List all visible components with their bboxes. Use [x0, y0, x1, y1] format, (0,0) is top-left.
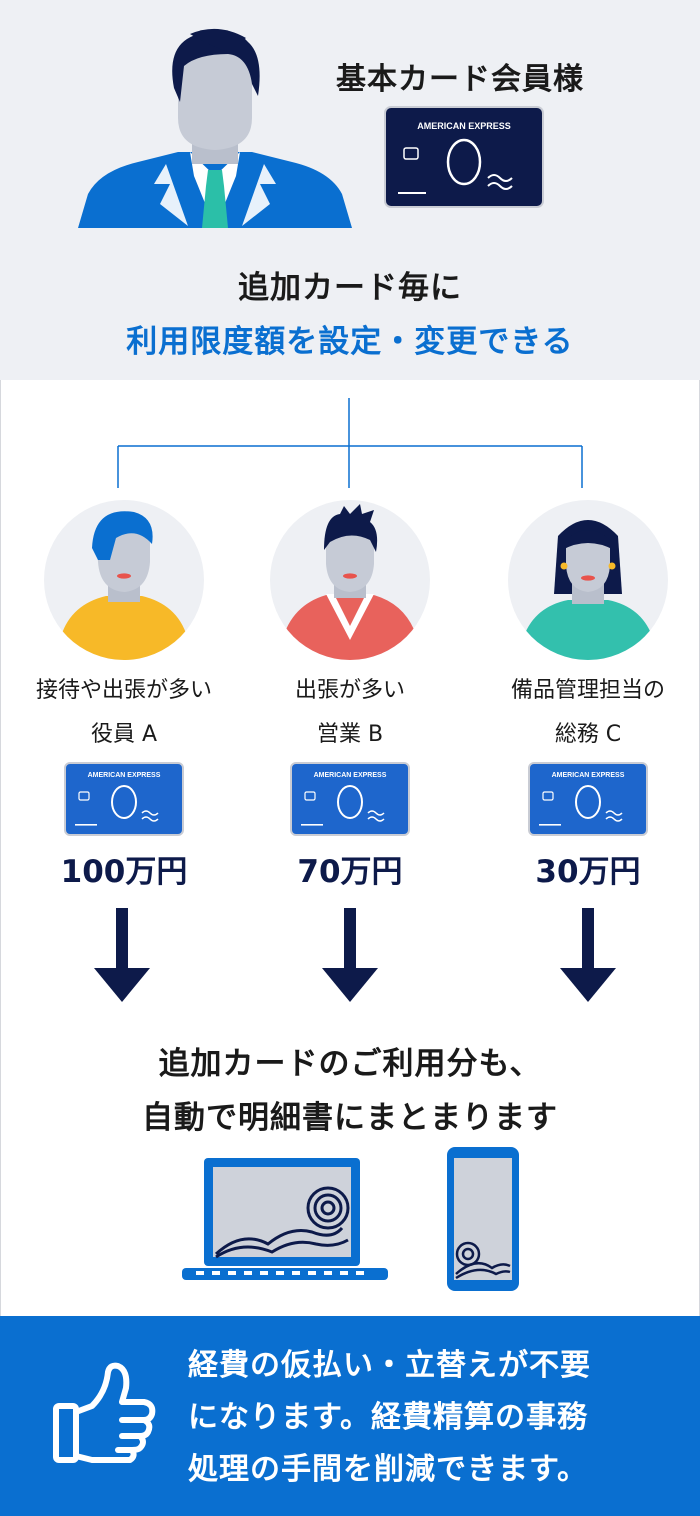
benefit-section	[0, 1316, 700, 1516]
member-a-card-icon: AMERICAN EXPRESS	[64, 762, 184, 836]
member-b-label: 出張が多い 営業 B	[230, 674, 470, 752]
member-a-card-brand: AMERICAN EXPRESS	[88, 772, 161, 779]
member-c-name: 総務 C	[554, 722, 622, 747]
member-a-role: 接待や出張が多い	[35, 678, 212, 703]
arrow-down-icon	[560, 908, 616, 1002]
arrow-down-icon	[322, 908, 378, 1002]
connector-lines	[117, 398, 583, 488]
woman-yellow-icon	[44, 500, 204, 660]
laptop-icon	[182, 1158, 388, 1280]
member-a-limit: 100万円	[60, 854, 188, 890]
member-c-role: 備品管理担当の	[510, 678, 665, 703]
man-red-icon	[270, 500, 430, 660]
benefit-text: 経費の仮払い・立替えが不要 になります。経費精算の事務 処理の手間を削減できます…	[188, 1340, 678, 1496]
member-b-card-brand: AMERICAN EXPRESS	[314, 772, 387, 779]
primary-card-icon: AMERICAN EXPRESS	[384, 106, 544, 208]
member-c-limit: 30万円	[535, 854, 641, 890]
businessman-icon	[78, 28, 352, 228]
member-a-name: 役員 A	[90, 722, 158, 747]
member-b-name: 営業 B	[316, 722, 384, 747]
member-b-limit: 70万円	[297, 854, 403, 890]
headline-line2: 利用限度額を設定・変更できる	[126, 324, 574, 360]
headline-line1: 追加カード毎に	[238, 270, 462, 306]
member-c-card-brand: AMERICAN EXPRESS	[552, 772, 625, 779]
benefit-line: 処理の手間を削減できます。	[188, 1452, 588, 1487]
smartphone-icon	[447, 1147, 519, 1291]
member-c-card-icon: AMERICAN EXPRESS	[528, 762, 648, 836]
benefit-line: になります。経費精算の事務	[188, 1400, 588, 1435]
result-line2: 自動で明細書にまとまります	[142, 1100, 558, 1136]
member-a-label: 接待や出張が多い 役員 A	[4, 674, 244, 752]
arrow-down-icon	[94, 908, 150, 1002]
member-b-card-icon: AMERICAN EXPRESS	[290, 762, 410, 836]
primary-member-section: 基本カード会員様 AMERICAN EXPRESS 追加カード毎に 利用限度額を…	[0, 0, 700, 380]
thumbs-up-icon	[53, 1362, 156, 1463]
member-b-role: 出張が多い	[294, 678, 405, 703]
primary-card-brand: AMERICAN EXPRESS	[417, 121, 511, 131]
primary-member-title: 基本カード会員様	[336, 62, 584, 97]
member-c-label: 備品管理担当の 総務 C	[468, 674, 700, 752]
woman-teal-icon	[508, 500, 668, 660]
benefit-line: 経費の仮払い・立替えが不要	[188, 1348, 591, 1383]
result-line1: 追加カードのご利用分も、	[158, 1046, 542, 1082]
